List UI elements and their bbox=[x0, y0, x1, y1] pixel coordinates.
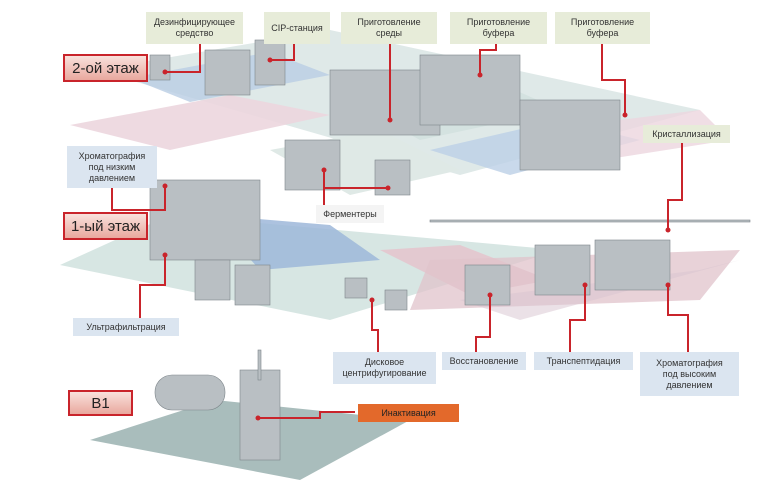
label-reduction: Восстановление bbox=[442, 352, 526, 370]
equipment bbox=[149, 39, 751, 461]
leader-endpoints bbox=[162, 57, 671, 421]
floor-tag-second: 2-ой этаж bbox=[63, 54, 148, 82]
label-low-pressure-chromatography: Хроматография под низким давлением bbox=[67, 146, 157, 188]
label-transpeptidation: Транспептидация bbox=[534, 352, 633, 370]
label-ultrafiltration: Ультрафильтрация bbox=[73, 318, 179, 336]
floor-tag-first: 1-ый этаж bbox=[63, 212, 148, 240]
label-cip-station: CIP-станция bbox=[264, 12, 330, 44]
label-disinfectant: Дезинфицирующее средство bbox=[146, 12, 243, 44]
label-inactivation: Инактивация bbox=[358, 404, 459, 422]
label-buffer-prep-2: Приготовление буфера bbox=[555, 12, 650, 44]
label-media-prep: Приготовление среды bbox=[341, 12, 437, 44]
leader-lines bbox=[111, 44, 689, 419]
label-crystallization: Кристаллизация bbox=[643, 125, 730, 143]
label-buffer-prep-1: Приготовление буфера bbox=[450, 12, 547, 44]
label-high-pressure-chromatography: Хроматография под высоким давлением bbox=[640, 352, 739, 396]
label-fermenters: Ферментеры bbox=[316, 205, 384, 223]
floor-tag-basement: B1 bbox=[68, 390, 133, 416]
label-disc-centrifugation: Дисковое центрифугирование bbox=[333, 352, 436, 384]
